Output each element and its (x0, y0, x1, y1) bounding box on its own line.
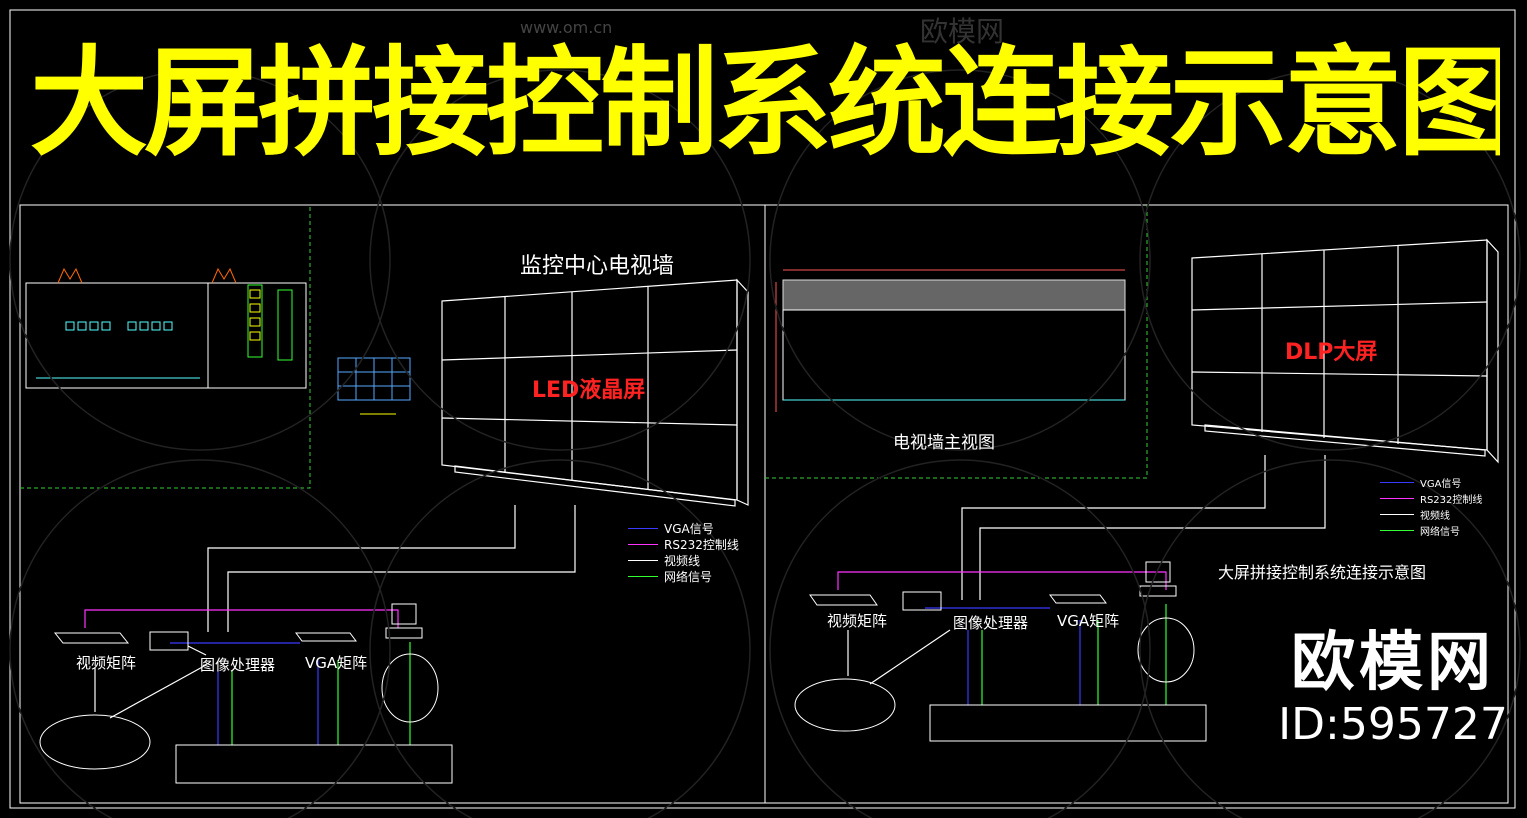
left-video-wall (441, 278, 749, 507)
right-legend-video: 视频线 (1380, 506, 1482, 522)
right-legend-vga: VGA信号 (1380, 474, 1482, 490)
right-video-matrix-label: 视频矩阵 (827, 612, 888, 630)
left-workstation-group (175, 744, 453, 784)
left-devices (39, 603, 453, 784)
left-video-matrix-label: 视频矩阵 (76, 654, 137, 672)
left-legend-video: 视频线 (628, 552, 739, 568)
right-vga-matrix-label: VGA矩阵 (1057, 612, 1120, 630)
right-screen-label: DLP大屏 (1285, 340, 1378, 365)
left-screen-label: LED液晶屏 (532, 378, 646, 403)
right-pc-icon (1145, 561, 1171, 583)
left-legend-rs232: RS232控制线 (628, 536, 739, 552)
drawing-frame (19, 204, 1509, 804)
brand-name: 欧模网 (1291, 626, 1495, 700)
watermark-logo: 欧模网 (920, 15, 1005, 48)
left-video-matrix-icon (53, 632, 130, 644)
right-legend-network: 网络信号 (1380, 522, 1482, 538)
right-camera-group (794, 678, 896, 732)
left-legend-network-text: 网络信号 (664, 569, 713, 584)
right-legend-vga-text: VGA信号 (1420, 478, 1462, 490)
right-legend-video-text: 视频线 (1420, 510, 1450, 522)
right-legend: VGA信号 RS232控制线 视频线 网络信号 (1380, 474, 1482, 538)
left-vga-matrix-label: VGA矩阵 (305, 654, 368, 672)
right-legend-rs232-text: RS232控制线 (1420, 494, 1483, 506)
right-network-cloud (1137, 617, 1195, 683)
brand-badge: 欧模网 ID:595727 (1268, 628, 1518, 752)
left-vga-matrix-icon (295, 632, 357, 642)
left-legend-video-text: 视频线 (664, 553, 701, 568)
left-legend-vga-text: VGA信号 (664, 521, 714, 536)
outer-frame (9, 9, 1516, 809)
right-image-processor-label: 图像处理器 (953, 614, 1029, 632)
right-vga-matrix-icon (1049, 594, 1107, 604)
watermark-pattern (9, 69, 1521, 818)
right-subtitle: 大屏拼接控制系统连接示意图 (1218, 563, 1427, 582)
left-legend-vga: VGA信号 (628, 520, 739, 536)
left-legend: VGA信号 RS232控制线 视频线 网络信号 (628, 520, 739, 584)
watermark-site: www.om.cn (520, 18, 613, 37)
left-wiring (84, 505, 576, 745)
right-devices (794, 561, 1207, 742)
right-front-view-label: 电视墙主视图 (893, 433, 995, 453)
left-wall-title: 监控中心电视墙 (520, 254, 675, 279)
right-workstation-group (929, 704, 1207, 742)
right-legend-rs232: RS232控制线 (1380, 490, 1482, 506)
left-legend-network: 网络信号 (628, 568, 739, 584)
left-image-processor-label: 图像处理器 (200, 656, 276, 674)
left-camera-group (39, 714, 151, 770)
right-dlp-wall (1191, 238, 1499, 464)
page-title: 大屏拼接控制系统连接示意图 (30, 34, 1500, 172)
left-pc-icon (391, 603, 417, 625)
left-network-cloud (381, 653, 439, 723)
left-legend-rs232-text: RS232控制线 (664, 537, 739, 552)
right-video-matrix-icon (809, 594, 878, 606)
right-wiring (837, 455, 1326, 705)
left-floorplan (20, 205, 411, 489)
right-legend-network-text: 网络信号 (1420, 526, 1460, 538)
brand-id: ID:595727 (1278, 699, 1508, 750)
